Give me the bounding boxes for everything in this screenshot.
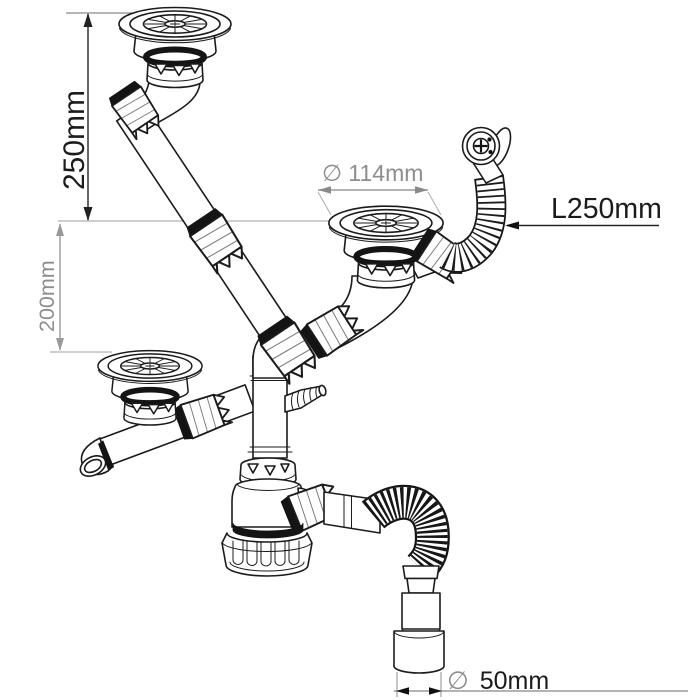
overflow-assembly (439, 126, 512, 273)
long-drain-pipe (115, 102, 302, 358)
overflow-cap (461, 126, 512, 184)
bottle-trap (221, 457, 381, 577)
dim-label-L250mm: L250mm (551, 193, 662, 225)
outlet-corrugated-bend (361, 484, 450, 581)
dim-label-114mm: ∅ 114mm (322, 160, 423, 186)
dimension-200mm: 200mm (35, 223, 64, 351)
diameter-value: 50mm (480, 667, 549, 695)
junction-and-vertical-pipe (247, 313, 327, 459)
trap-cup-nut (221, 532, 313, 577)
overflow-hose (439, 174, 507, 273)
dimension-114mm: ∅ 114mm (317, 160, 442, 216)
outlet-pipe-50mm (393, 565, 445, 674)
dimension-L250mm: L250mm (505, 193, 662, 230)
dim-label-200mm: 200mm (35, 260, 59, 332)
cross-screw-icon (474, 139, 488, 153)
diameter-symbol: ∅ (447, 667, 469, 695)
dim-label-50mm: ∅ 50mm (447, 667, 549, 695)
pipe-nut (172, 389, 235, 443)
dim-label-250mm: 250mm (58, 90, 91, 190)
dimension-50mm: ∅ 50mm (394, 667, 688, 697)
dimension-250mm: 250mm (58, 13, 93, 221)
sink-strainer-middle (298, 205, 474, 362)
sink-strainer-top (106, 6, 232, 143)
